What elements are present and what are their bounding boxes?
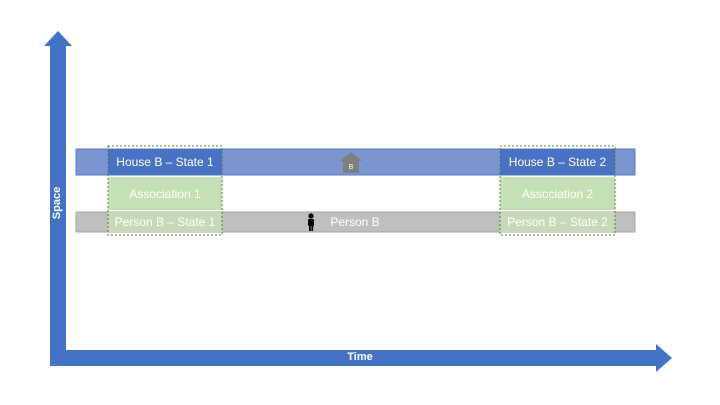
state1-dashed-frame bbox=[107, 145, 223, 236]
house-b-state1-label: House B – State 1 bbox=[116, 155, 214, 169]
house-icon bbox=[340, 152, 362, 173]
state2-dashed-frame bbox=[499, 145, 616, 236]
space-axis-arrowhead bbox=[44, 31, 72, 46]
association-2-box bbox=[500, 177, 615, 210]
person-b-state1-box bbox=[108, 212, 222, 232]
person-b-state2-label: Person B – State 2 bbox=[507, 215, 608, 229]
time-axis-label: Time bbox=[347, 351, 373, 363]
time-axis-shaft bbox=[50, 350, 658, 366]
house-b-state2-box bbox=[500, 149, 615, 175]
house-b-state1-box bbox=[108, 149, 222, 175]
person-b-state1-label: Person B – State 1 bbox=[114, 215, 216, 229]
association-1-label: Association 1 bbox=[129, 186, 201, 201]
house-icon-letter: B bbox=[348, 163, 354, 171]
space-axis-label: Space bbox=[51, 186, 63, 220]
association-1-box bbox=[108, 177, 222, 210]
person-b-state2-box bbox=[500, 212, 615, 232]
house-b-state2-label: House B – State 2 bbox=[508, 155, 607, 169]
person-b-center-label: Person B bbox=[330, 215, 380, 229]
space-axis-shaft bbox=[50, 46, 66, 364]
time-axis-arrowhead bbox=[656, 344, 672, 372]
association-2-label: Association 2 bbox=[521, 186, 594, 201]
person-icon bbox=[308, 213, 314, 231]
